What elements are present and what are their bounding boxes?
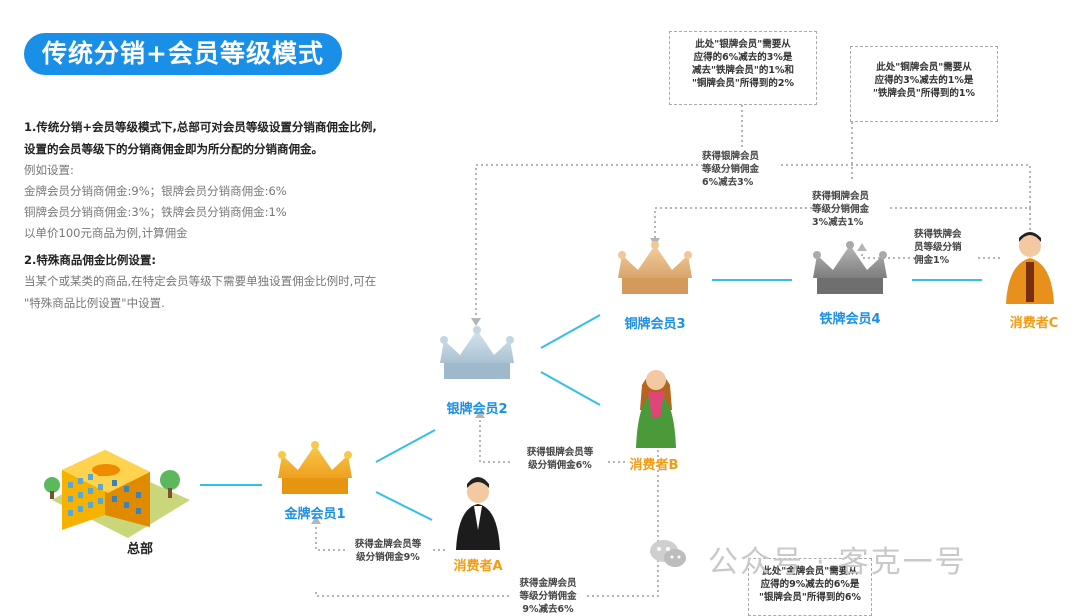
consumer-b-label: 消费者B (629, 458, 679, 473)
silver-member-label: 银牌会员2 (446, 402, 508, 417)
example-line-2: 铜牌会员分销商佣金:3%；铁牌会员分销商佣金:1% (24, 205, 287, 219)
special-line-1: 当某个或某类的商品,在特定会员等级下需要单独设置佣金比例时,可在 (24, 274, 377, 288)
headquarters-building-icon (44, 450, 190, 538)
example-label: 例如设置: (24, 163, 74, 177)
special-line-2: "特殊商品比例设置"中设置. (24, 296, 165, 310)
note-bronze-from-c: 获得铜牌会员 等级分销佣金 3%减去1% (812, 190, 888, 229)
bronze-crown-icon (618, 241, 692, 294)
description-heading-1: 1.传统分销+会员等级模式下,总部可对会员等级设置分销商佣金比例, (24, 120, 377, 134)
note-gold-from-a: 获得金牌会员等 级分销佣金9% (346, 538, 430, 564)
bronze-explanation-box: 此处"铜牌会员"需要从 应得的3%减去的1%是 "铁牌会员"所得到的1% (850, 46, 998, 122)
consumer-c-person-icon (1006, 232, 1054, 304)
note-silver-from-c: 获得银牌会员 等级分销佣金 6%减去3% (702, 150, 778, 189)
note-iron-from-c: 获得铁牌会 员等级分销 佣金1% (914, 228, 976, 267)
note-silver-from-b: 获得银牌会员等 级分销佣金6% (512, 446, 608, 472)
consumer-c-label: 消费者C (1009, 316, 1059, 331)
solid-connectors (200, 279, 982, 521)
bronze-member-label: 铜牌会员3 (624, 317, 686, 332)
page-title: 传统分销+会员等级模式 (24, 33, 342, 75)
example-line-3: 以单价100元商品为例,计算佣金 (24, 226, 188, 240)
consumer-a-person-icon (456, 477, 500, 550)
consumer-b-person-icon (636, 370, 676, 448)
iron-member-label: 铁牌会员4 (819, 312, 881, 327)
dotted-connectors (315, 105, 1031, 597)
watermark-text: 公众号 · 客克一号 (708, 545, 967, 580)
example-line-1: 金牌会员分销商佣金:9%；银牌会员分销商佣金:6% (24, 184, 287, 198)
iron-crown-icon (813, 241, 887, 294)
gold-explanation-box: 此处"金牌会员"需要从 应得的9%减去的6%是 "银牌会员"所得到的6% (748, 558, 872, 616)
description-heading-2: 2.特殊商品佣金比例设置: (24, 253, 156, 267)
consumer-a-label: 消费者A (453, 559, 503, 574)
silver-crown-icon (440, 326, 514, 379)
gold-crown-icon (278, 441, 352, 494)
description-heading-1-cont: 设置的会员等级下的分销商佣金即为所分配的分销商佣金。 (24, 142, 323, 156)
silver-explanation-box: 此处"银牌会员"需要从 应得的6%减去的3%是 减去"铁牌会员"的1%和 "铜牌… (669, 31, 817, 105)
headquarters-label: 总部 (126, 542, 153, 557)
note-gold-from-c: 获得金牌会员 等级分销佣金 9%减去6% (510, 577, 586, 616)
gold-member-label: 金牌会员1 (284, 507, 346, 522)
wechat-icon (648, 536, 688, 572)
